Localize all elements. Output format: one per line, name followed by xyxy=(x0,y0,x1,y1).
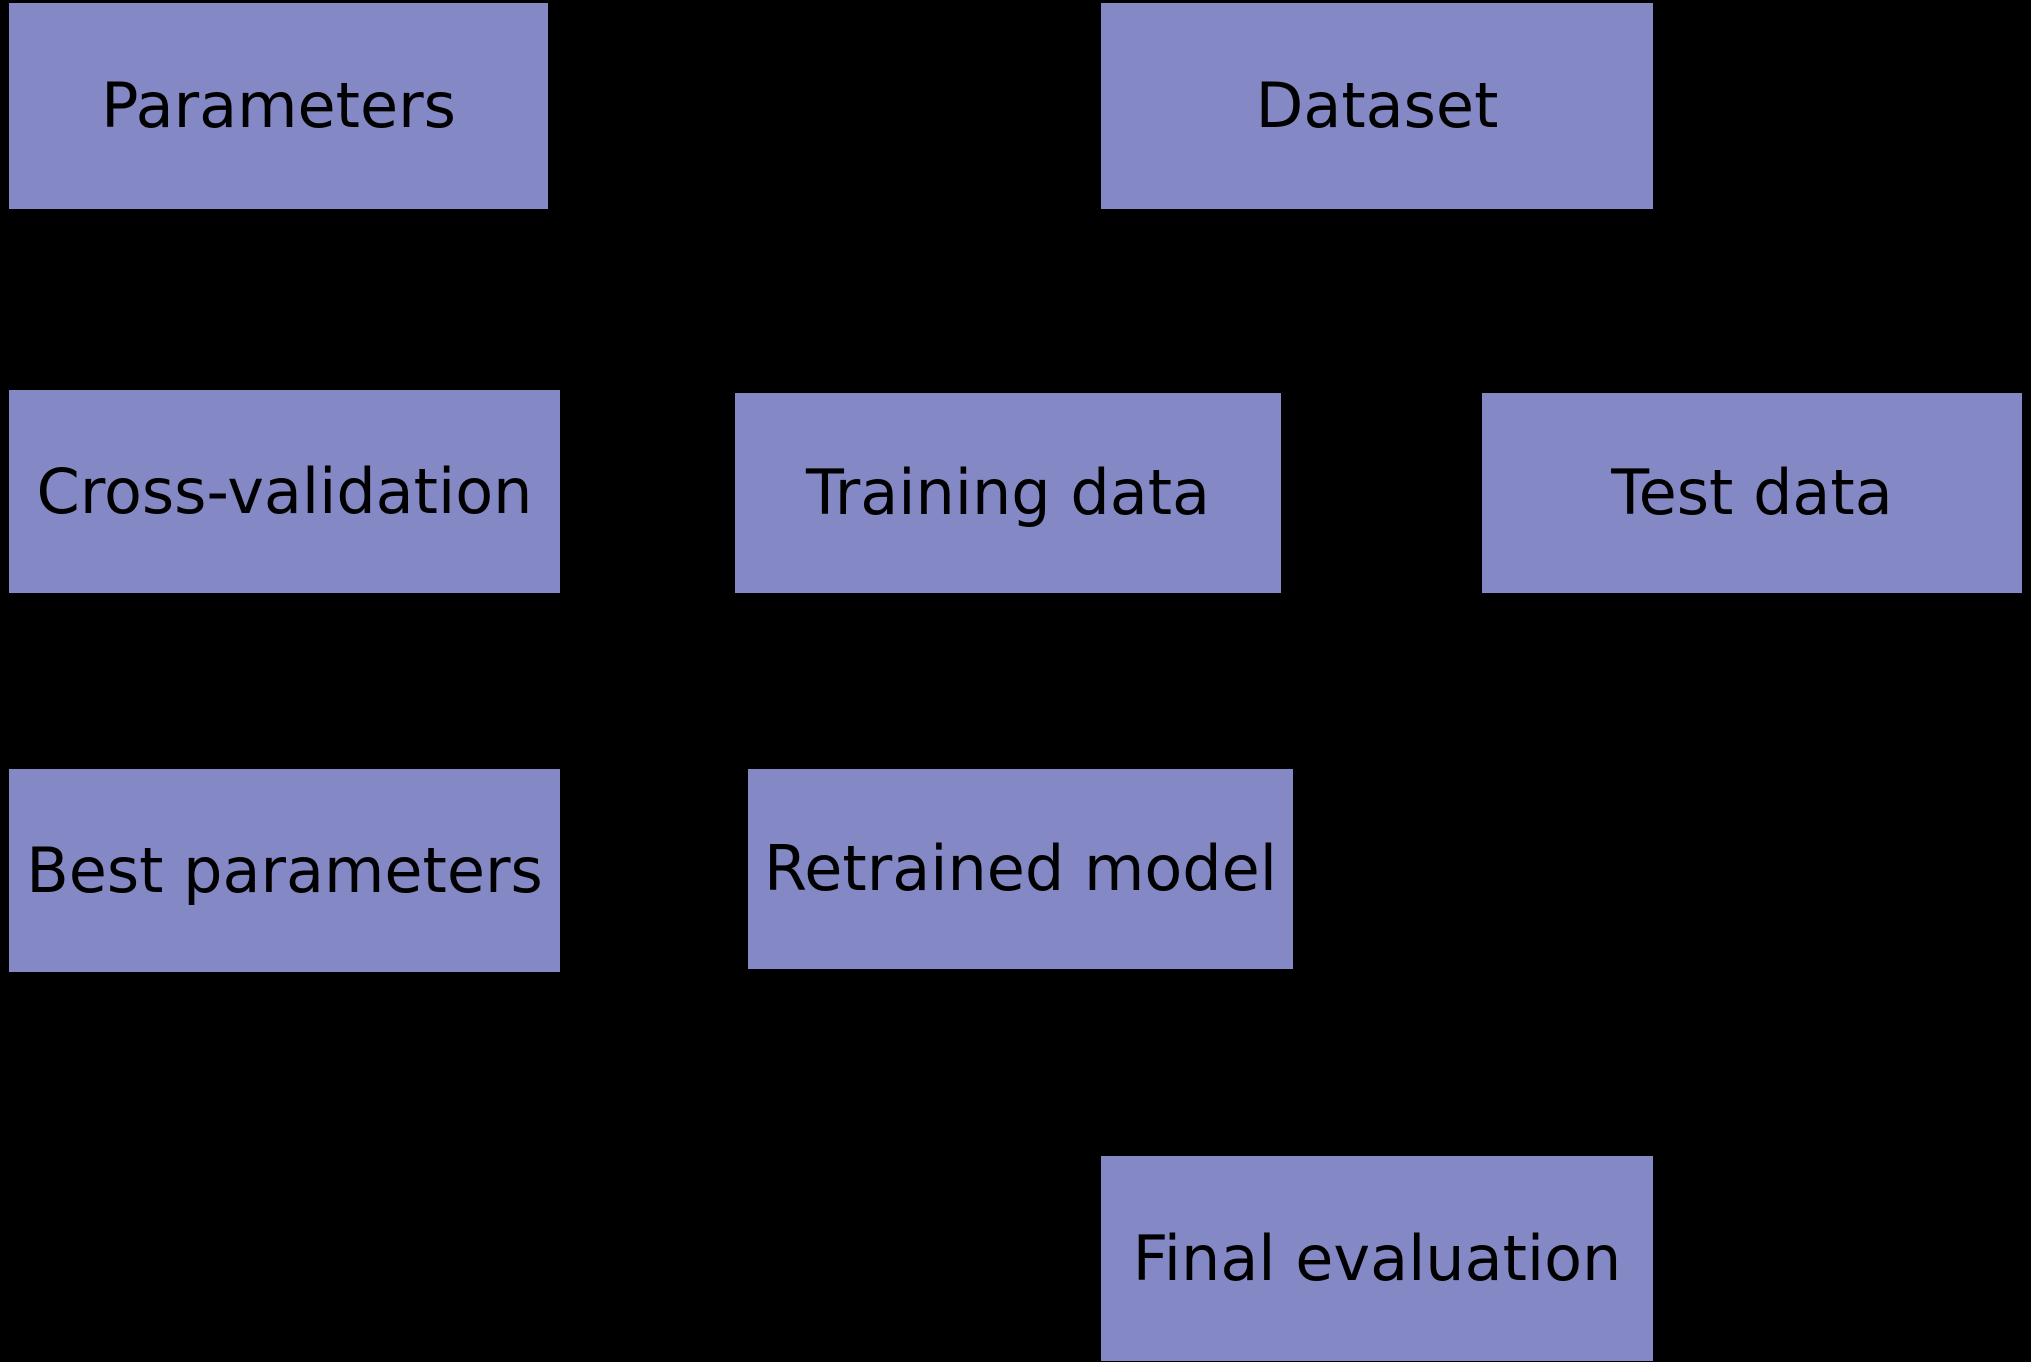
node-label-best-parameters: Best parameters xyxy=(26,833,543,907)
node-label-test-data: Test data xyxy=(1611,456,1893,529)
node-final-evaluation[interactable]: Final evaluation xyxy=(1100,1155,1654,1362)
node-label-retrained-model: Retrained model xyxy=(763,832,1277,905)
node-dataset[interactable]: Dataset xyxy=(1100,2,1654,210)
node-test-data[interactable]: Test data xyxy=(1481,392,2023,594)
node-training-data[interactable]: Training data xyxy=(734,392,1282,594)
node-label-cross-validation: Cross-validation xyxy=(36,454,533,528)
node-label-training-data: Training data xyxy=(806,456,1210,529)
node-parameters[interactable]: Parameters xyxy=(8,2,549,210)
node-label-parameters: Parameters xyxy=(101,69,456,142)
node-label-final-evaluation: Final evaluation xyxy=(1132,1221,1622,1295)
node-cross-validation[interactable]: Cross-validation xyxy=(8,389,561,594)
node-retrained-model[interactable]: Retrained model xyxy=(747,768,1294,970)
node-best-parameters[interactable]: Best parameters xyxy=(8,768,561,973)
node-label-dataset: Dataset xyxy=(1255,69,1499,142)
